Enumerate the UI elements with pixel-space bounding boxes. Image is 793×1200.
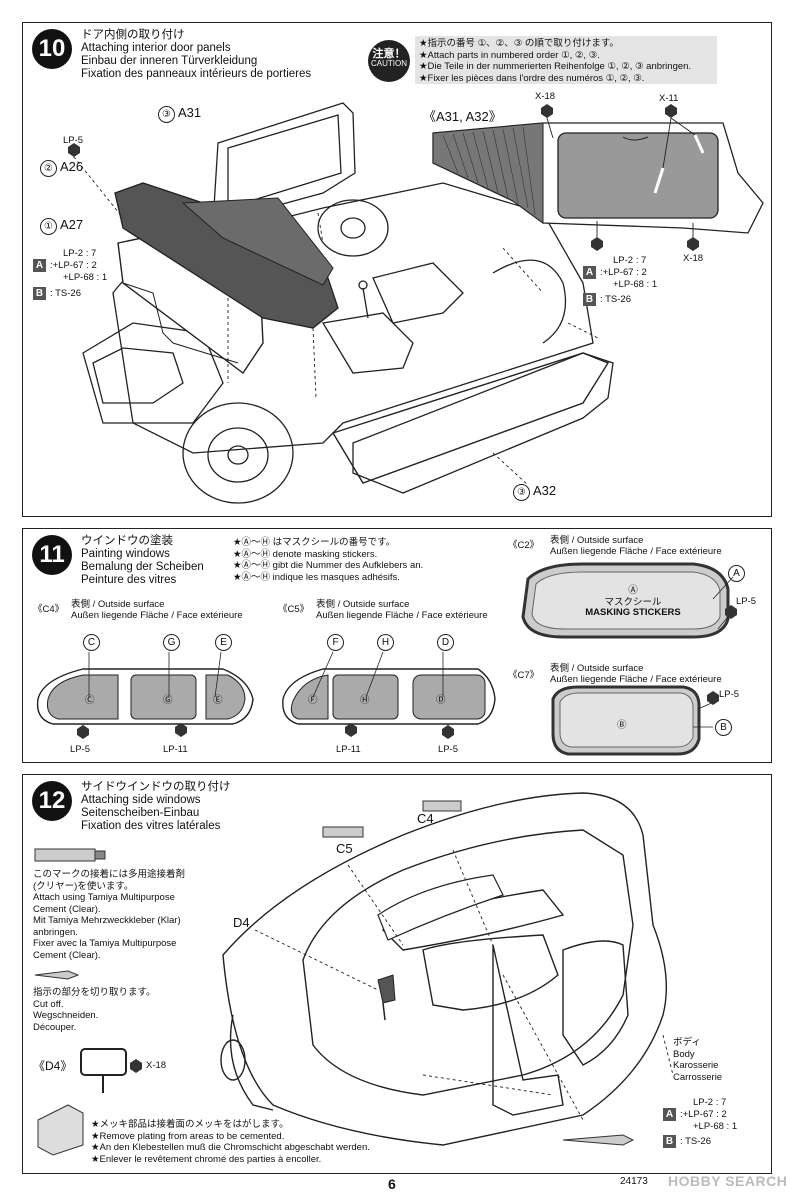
lp5-label-c7: LP-5 bbox=[719, 689, 740, 700]
page-number: 6 bbox=[388, 1176, 396, 1192]
mask-letter-h: Ⓗ bbox=[360, 695, 370, 706]
lp11-label-c4: LP-11 bbox=[163, 744, 188, 755]
step-title: ドア内側の取り付け Attaching interior door panels… bbox=[81, 29, 312, 80]
watermark: HOBBY SEARCH bbox=[668, 1173, 788, 1189]
mask-notes: ★Ⓐ～Ⓗ はマスクシールの番号です。 ★Ⓐ～Ⓗ denote masking s… bbox=[233, 537, 424, 583]
c5-title: 《C5》 bbox=[278, 604, 310, 615]
lp5-label-c4: LP-5 bbox=[70, 744, 91, 755]
step-12-panel: 12 サイドウインドウの取り付け Attaching side windows … bbox=[22, 774, 772, 1174]
caution-text: ★指示の番号 ①、②、③ の順で取り付けます。 ★Attach parts in… bbox=[419, 38, 692, 84]
inset-paint-spec-a: LP-2 : 7 A:+LP-67 : 2 +LP-68 : 1 bbox=[583, 255, 657, 290]
side-window-illustration bbox=[34, 792, 674, 1156]
door-panel-illustration bbox=[68, 102, 764, 504]
cut-instructions: 指示の部分を切り取ります。 Cut off. Wegschneiden. Déc… bbox=[33, 987, 156, 1033]
part-label-c4: C4 bbox=[417, 811, 434, 826]
c7-title: 《C7》 bbox=[508, 670, 540, 681]
step-11-panel: 11 ウインドウの塗装 Painting windows Bemalung de… bbox=[22, 528, 772, 763]
step-number: 12 bbox=[32, 781, 72, 821]
caution-box bbox=[415, 36, 717, 84]
callout-h: H bbox=[377, 634, 397, 651]
part-label-c5: C5 bbox=[336, 841, 353, 856]
x11-label: X-11 bbox=[659, 93, 679, 104]
lp11-label-c5: LP-11 bbox=[336, 744, 361, 755]
d4-title: 《D4》 bbox=[33, 1059, 73, 1073]
mask-letter-c: Ⓒ bbox=[85, 695, 95, 706]
callout-c: C bbox=[83, 634, 103, 651]
callout-e: E bbox=[215, 634, 235, 651]
mask-letter-g: Ⓖ bbox=[163, 695, 173, 706]
mask-letter-d: Ⓓ bbox=[436, 695, 446, 706]
part-label-d4: D4 bbox=[233, 915, 250, 930]
cement-instructions: このマークの接着には多用途接着剤 (クリヤー)を使います。 Attach usi… bbox=[33, 869, 186, 961]
mask-sticker-en: MASKING STICKERS bbox=[585, 607, 681, 618]
mask-letter-a: Ⓐ bbox=[628, 585, 638, 596]
x18-label: X-18 bbox=[535, 91, 556, 102]
callout-f: F bbox=[327, 634, 347, 651]
callout-g: G bbox=[163, 634, 183, 651]
callout-b: B bbox=[715, 719, 735, 736]
mask-letter-e: Ⓔ bbox=[213, 695, 223, 706]
windows-illustration bbox=[36, 562, 737, 756]
body-label: ボディ Body Karosserie Carrosserie bbox=[673, 1037, 723, 1083]
footer-code: 24173 bbox=[620, 1176, 648, 1187]
x18-label: X-18 bbox=[146, 1060, 167, 1071]
paint-spec-a: LP-2 : 7 A:+LP-67 : 2 +LP-68 : 1 bbox=[663, 1097, 737, 1132]
step-title: サイドウインドウの取り付け Attaching side windows Sei… bbox=[81, 781, 231, 832]
step-number: 10 bbox=[32, 29, 72, 69]
step-title: ウインドウの塗装 Painting windows Bemalung der S… bbox=[81, 535, 204, 586]
caution-badge: 注意！CAUTION bbox=[368, 40, 410, 82]
c4-title: 《C4》 bbox=[33, 604, 65, 615]
inset-paint-spec-b: B: TS-26 bbox=[583, 293, 631, 306]
callout-d: D bbox=[437, 634, 457, 651]
mask-letter-b: Ⓑ bbox=[617, 720, 627, 731]
lp5-label-c2: LP-5 bbox=[736, 596, 757, 607]
x18-label-b: X-18 bbox=[683, 253, 704, 264]
step-10-panel: 10 ドア内側の取り付け Attaching interior door pan… bbox=[22, 22, 772, 517]
mask-letter-f: Ⓕ bbox=[308, 695, 318, 706]
c2-title: 《C2》 bbox=[508, 540, 540, 551]
lp5-label: LP-5 bbox=[63, 135, 84, 146]
lp5-label-c5: LP-5 bbox=[438, 744, 459, 755]
callout-a: A bbox=[728, 565, 748, 582]
paint-spec-a: LP-2 : 7 A:+LP-67 : 2 +LP-68 : 1 bbox=[33, 248, 107, 283]
paint-spec-b: B: TS-26 bbox=[33, 287, 81, 300]
mask-sticker-ja: マスクシール bbox=[604, 597, 662, 608]
inset-title: 《A31, A32》 bbox=[423, 109, 502, 124]
step-number: 11 bbox=[32, 535, 72, 575]
paint-spec-b: B: TS-26 bbox=[663, 1135, 711, 1148]
plating-instructions: ★メッキ部品は接着面のメッキをはがします。 ★Remove plating fr… bbox=[91, 1119, 370, 1165]
